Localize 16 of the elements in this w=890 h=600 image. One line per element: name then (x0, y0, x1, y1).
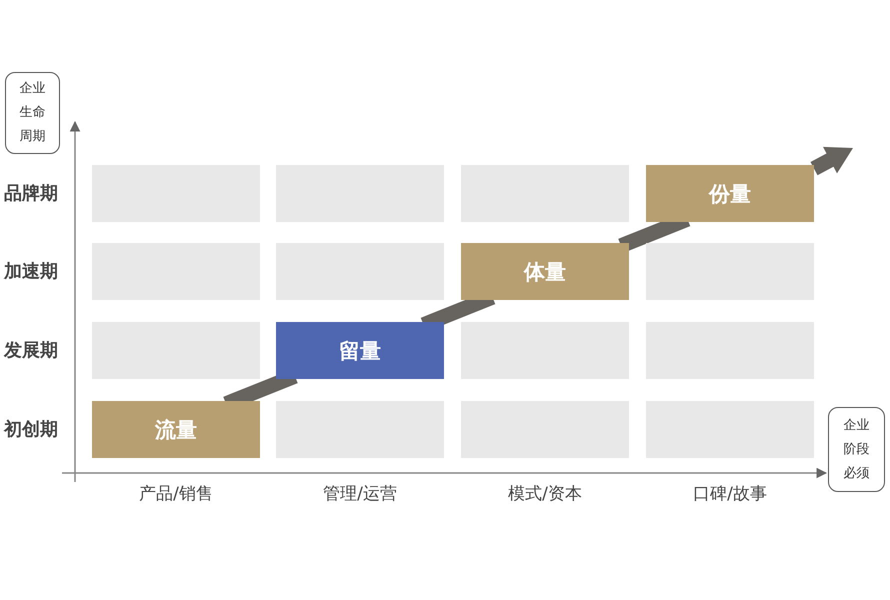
stage-tile: 体量 (461, 243, 629, 300)
column-label: 口碑/故事 (692, 483, 768, 505)
column-label: 模式/资本 (507, 483, 583, 505)
axis-title-box: 企业生命周期 (5, 72, 60, 154)
stage-tile: 份量 (646, 165, 814, 222)
column-label: 产品/销售 (138, 483, 214, 505)
stage-tile: 留量 (276, 322, 444, 379)
row-label: 发展期 (4, 339, 58, 362)
row-label: 品牌期 (4, 182, 58, 205)
column-label: 管理/运营 (322, 483, 398, 505)
row-label: 加速期 (4, 260, 58, 283)
row-label: 初创期 (4, 418, 58, 441)
axis-title-box: 企业阶段必须 (828, 407, 885, 492)
grid-cell (646, 243, 814, 300)
arrow (810, 146, 853, 176)
stage-tile: 流量 (92, 401, 260, 458)
